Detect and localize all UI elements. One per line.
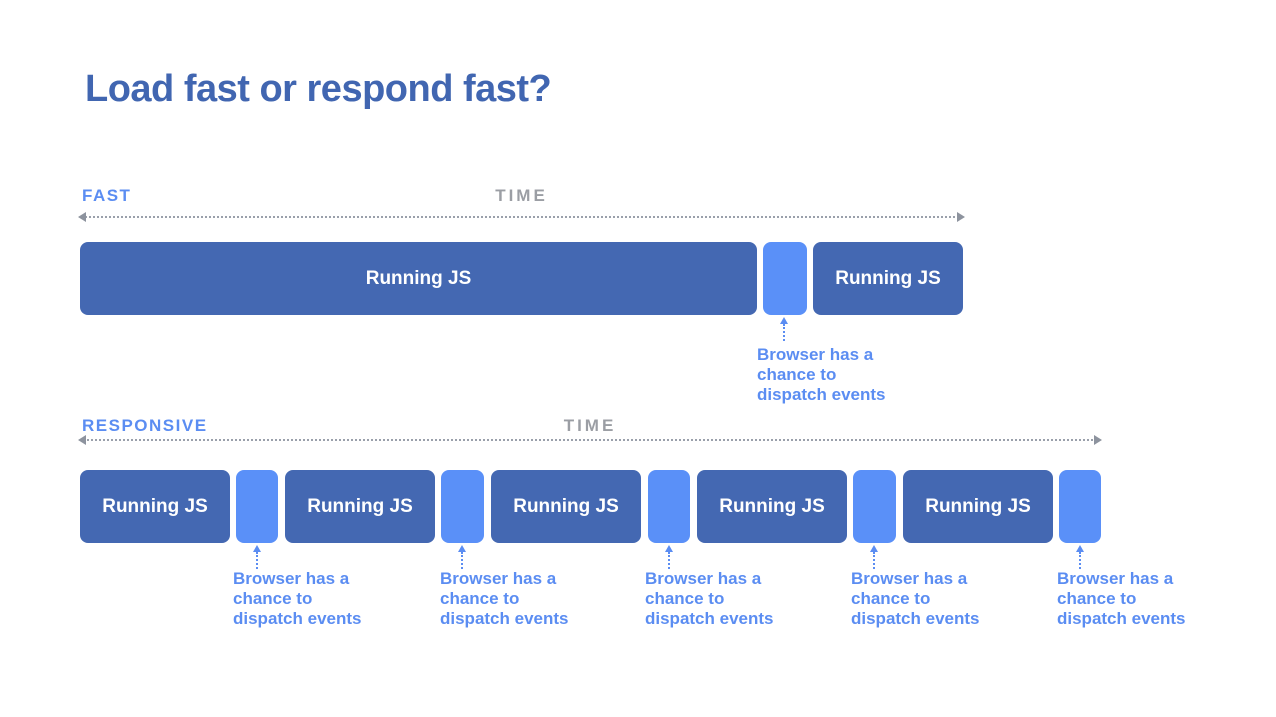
axis-left-arrowhead-icon (78, 212, 86, 222)
responsive-time-axis-label: TIME (563, 416, 617, 435)
fast-timeline-label: FAST (82, 186, 132, 205)
up-arrow-icon (1074, 545, 1086, 569)
up-arrowhead-icon (253, 545, 261, 552)
event-gap-block (763, 242, 807, 315)
running-js-label: Running JS (307, 495, 413, 517)
page-title: Load fast or respond fast? (85, 68, 552, 110)
responsive-time-axis (78, 435, 1102, 445)
running-js-block: Running JS (285, 470, 435, 543)
running-js-block: Running JS (697, 470, 847, 543)
dotted-stem (873, 552, 875, 569)
responsive-timeline-label: RESPONSIVE (82, 416, 208, 435)
up-arrow-icon (778, 317, 790, 341)
up-arrowhead-icon (458, 545, 466, 552)
axis-right-arrowhead-icon (957, 212, 965, 222)
running-js-label: Running JS (719, 495, 825, 517)
event-gap-block (1059, 470, 1101, 543)
annotation-text: Browser has a chance to dispatch events (645, 569, 774, 628)
event-gap-block (648, 470, 690, 543)
up-arrow-icon (456, 545, 468, 569)
event-gap-block (236, 470, 278, 543)
up-arrow-icon (868, 545, 880, 569)
up-arrowhead-icon (870, 545, 878, 552)
annotation-text: Browser has a chance to dispatch events (1057, 569, 1186, 628)
dotted-stem (783, 324, 785, 341)
dotted-stem (256, 552, 258, 569)
fast-time-axis (78, 212, 965, 222)
annotation-text: Browser has a chance to dispatch events (233, 569, 362, 628)
axis-right-arrowhead-icon (1094, 435, 1102, 445)
fast-time-axis-label: TIME (495, 186, 548, 205)
running-js-block: Running JS (80, 242, 757, 315)
annotation-text: Browser has a chance to dispatch events (440, 569, 569, 628)
running-js-block: Running JS (80, 470, 230, 543)
dotted-stem (668, 552, 670, 569)
axis-left-arrowhead-icon (78, 435, 86, 445)
running-js-block: Running JS (491, 470, 641, 543)
running-js-label: Running JS (102, 495, 208, 517)
annotation-text: Browser has a chance to dispatch events (757, 345, 886, 404)
up-arrow-icon (251, 545, 263, 569)
event-gap-block (441, 470, 484, 543)
up-arrow-icon (663, 545, 675, 569)
up-arrowhead-icon (1076, 545, 1084, 552)
event-gap-block (853, 470, 896, 543)
running-js-label: Running JS (925, 495, 1031, 517)
running-js-block: Running JS (903, 470, 1053, 543)
running-js-label: Running JS (365, 267, 472, 289)
dotted-stem (461, 552, 463, 569)
up-arrowhead-icon (665, 545, 673, 552)
annotation-text: Browser has a chance to dispatch events (851, 569, 980, 628)
running-js-label: Running JS (835, 267, 941, 289)
running-js-block: Running JS (813, 242, 963, 315)
dotted-stem (1079, 552, 1081, 569)
running-js-label: Running JS (513, 495, 619, 517)
up-arrowhead-icon (780, 317, 788, 324)
